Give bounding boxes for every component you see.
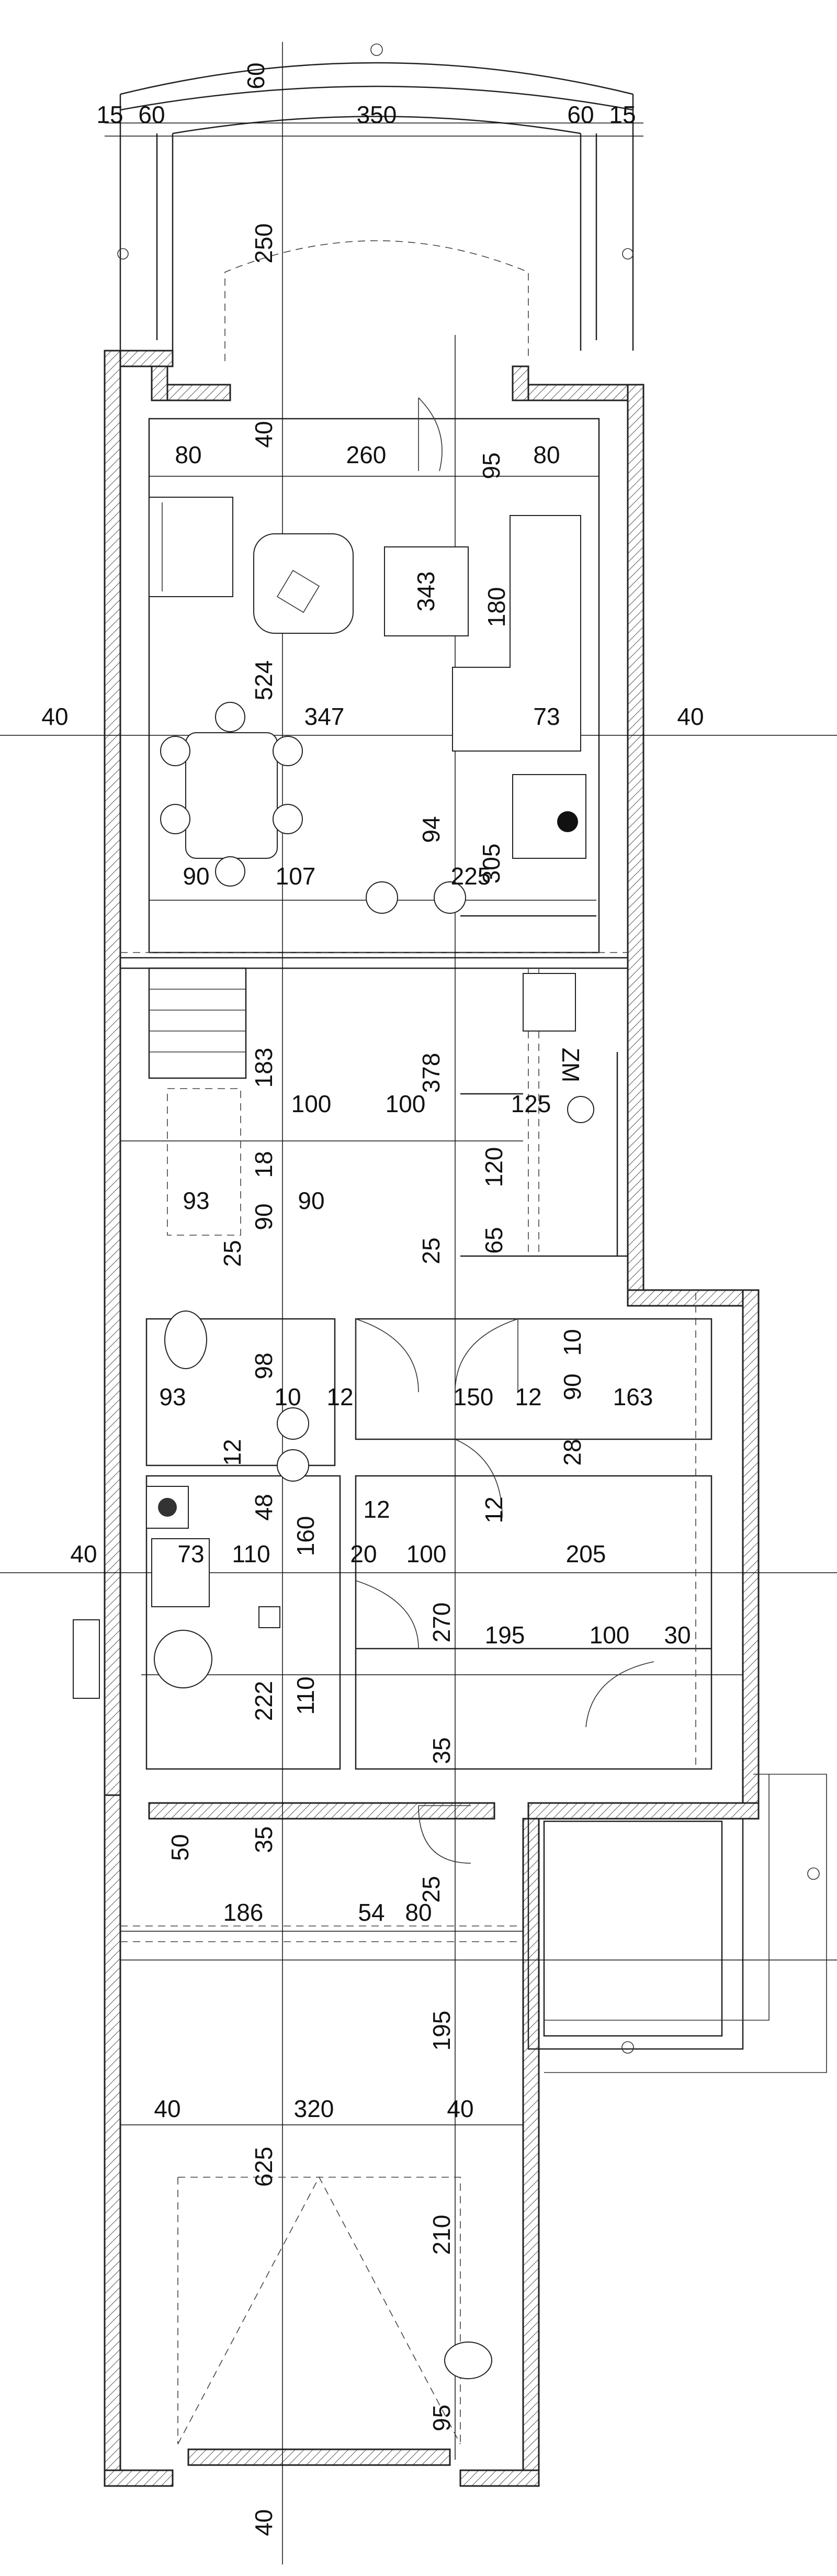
dim-garage-50: 50 — [166, 1834, 194, 1861]
dim-living-305: 305 — [478, 844, 505, 884]
dim-top-15-left: 15 — [96, 101, 123, 128]
dim-garage-186: 186 — [223, 1899, 264, 1926]
dim-bath-10: 10 — [274, 1383, 301, 1410]
doors — [355, 397, 654, 1864]
dim-bath-12-right: 12 — [515, 1383, 541, 1410]
dim-bath-12-left: 12 — [326, 1383, 353, 1410]
dim-arch-60: 60 — [242, 62, 269, 89]
dim-top-15-right: 15 — [609, 101, 636, 128]
dim-mid-18: 18 — [250, 1151, 277, 1178]
dim-garage-95: 95 — [428, 2404, 455, 2431]
dim-bath-28: 28 — [559, 1439, 586, 1465]
dim-mid-25-left: 25 — [219, 1240, 246, 1267]
dim-util-100: 100 — [406, 1540, 447, 1567]
dim-living-260: 260 — [346, 441, 387, 468]
dim-util-110v: 110 — [292, 1676, 319, 1715]
dim-top-60-right: 60 — [567, 101, 594, 128]
dim-util-73: 73 — [177, 1540, 204, 1567]
dim-garage-40-bottom: 40 — [250, 2509, 277, 2536]
dim-mid-90-h: 90 — [298, 1187, 324, 1214]
dim-living-107: 107 — [276, 863, 316, 890]
dim-bath-163: 163 — [613, 1383, 653, 1410]
dim-mid-100-a: 100 — [291, 1090, 332, 1117]
entry-steps — [544, 1774, 827, 2073]
dim-util-30: 30 — [664, 1621, 691, 1649]
furniture — [73, 497, 594, 2379]
dim-living-40-right: 40 — [677, 703, 704, 730]
dim-living-180: 180 — [483, 587, 510, 628]
dim-living-94: 94 — [417, 816, 445, 843]
dim-bath-48: 48 — [250, 1494, 277, 1520]
dim-garage-40-right: 40 — [447, 2095, 473, 2122]
dim-garage-80: 80 — [405, 1899, 432, 1926]
dim-top-350: 350 — [357, 101, 397, 128]
dim-garage-625: 625 — [250, 2147, 277, 2187]
dim-living-80-right: 80 — [533, 441, 560, 468]
dim-mid-25-right: 25 — [417, 1237, 445, 1264]
dim-garage-40-left: 40 — [154, 2095, 180, 2122]
dim-bath-93: 93 — [159, 1383, 186, 1410]
dim-mid-125: 125 — [511, 1090, 551, 1117]
dim-util-40: 40 — [70, 1540, 97, 1567]
dim-util-35: 35 — [428, 1737, 455, 1764]
dim-garage-195: 195 — [428, 2011, 455, 2051]
exterior-walls — [104, 350, 760, 2487]
dim-living-343: 343 — [412, 572, 439, 612]
dim-mid-120: 120 — [480, 1147, 507, 1188]
dimension-labels: 15 60 60 350 60 15 250 40 80 260 95 80 5… — [41, 62, 704, 2536]
dim-bath-12-v: 12 — [219, 1439, 246, 1465]
dim-garage-54: 54 — [358, 1899, 384, 1926]
dim-mid-93: 93 — [183, 1187, 209, 1214]
dim-mid-100-b: 100 — [386, 1090, 426, 1117]
dim-top-60-left: 60 — [138, 101, 165, 128]
appliance-label: ZM — [557, 1048, 584, 1082]
dim-mid-90-v: 90 — [250, 1203, 277, 1230]
dim-canopy-250: 250 — [250, 223, 277, 264]
dim-util-20: 20 — [350, 1540, 377, 1567]
dim-util-160: 160 — [292, 1516, 319, 1556]
dim-util-195: 195 — [485, 1621, 525, 1649]
dim-living-73: 73 — [533, 703, 560, 730]
dim-bath-12-door: 12 — [363, 1496, 390, 1523]
dim-garage-210: 210 — [428, 2215, 455, 2255]
dim-living-40: 40 — [250, 421, 277, 447]
dim-living-225: 225 — [451, 863, 491, 890]
dashed-lines — [120, 952, 696, 2445]
dim-bath-90: 90 — [559, 1373, 586, 1400]
dim-util-110: 110 — [232, 1540, 270, 1567]
dim-util-100b: 100 — [590, 1621, 630, 1649]
dim-util-12: 12 — [480, 1496, 507, 1523]
dim-living-95: 95 — [478, 452, 505, 479]
dim-living-40-left: 40 — [41, 703, 68, 730]
dim-living-524: 524 — [250, 660, 277, 701]
dim-mid-378: 378 — [417, 1053, 445, 1093]
dim-garage-320: 320 — [294, 2095, 334, 2122]
dim-bath-150: 150 — [454, 1383, 494, 1410]
dim-mid-65: 65 — [480, 1227, 507, 1253]
dim-bath-98: 98 — [250, 1352, 277, 1379]
dim-bath-10-right: 10 — [559, 1329, 586, 1356]
dim-living-90: 90 — [183, 863, 209, 890]
entrance-canopy — [117, 43, 634, 361]
interior-walls — [120, 418, 744, 2050]
dim-living-347: 347 — [304, 703, 345, 730]
dim-garage-25: 25 — [417, 1876, 445, 1902]
dim-living-80-left: 80 — [175, 441, 201, 468]
dim-util-205: 205 — [566, 1540, 606, 1567]
dim-util-270: 270 — [428, 1603, 455, 1643]
dim-mid-183: 183 — [250, 1048, 277, 1088]
dim-garage-35: 35 — [250, 1826, 277, 1853]
dim-util-222: 222 — [250, 1681, 277, 1721]
